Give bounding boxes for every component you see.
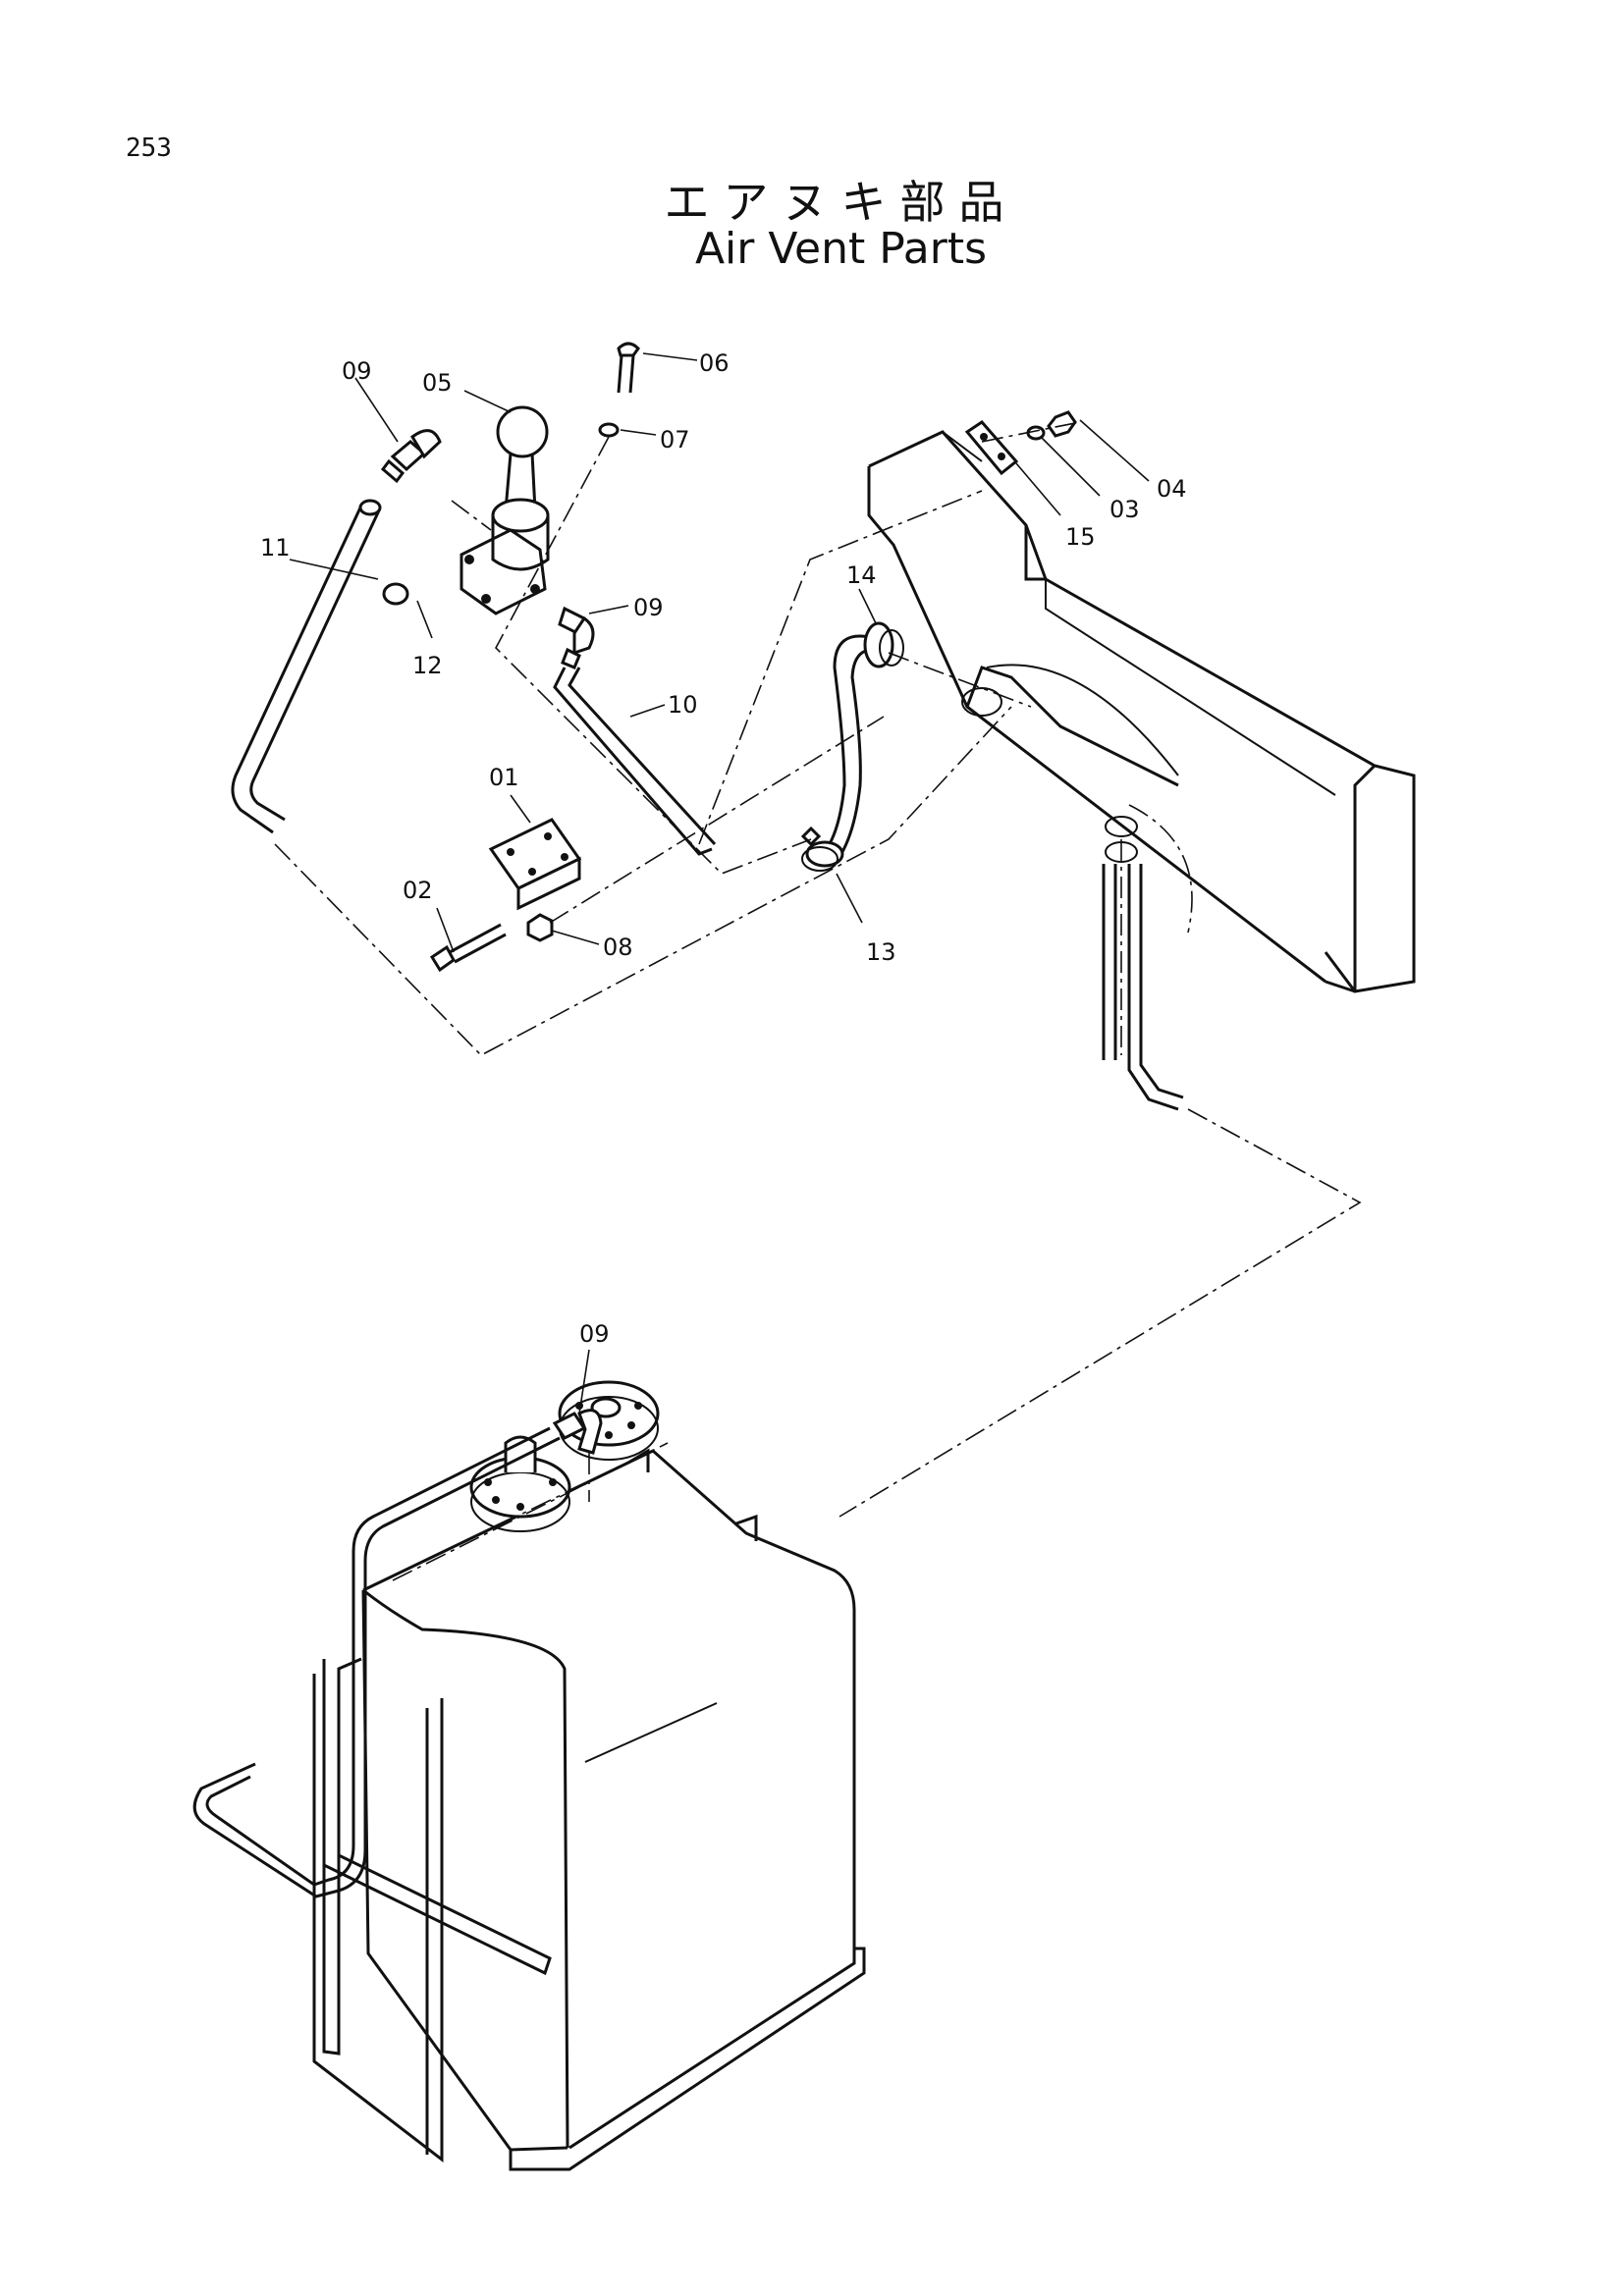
callout-02: 02 <box>403 877 433 904</box>
callout-08: 08 <box>603 934 633 961</box>
center-lines <box>274 421 1362 1518</box>
bolt-06 <box>617 342 640 394</box>
callout-09-tank: 09 <box>579 1320 610 1348</box>
bolt-02 <box>429 923 507 973</box>
elbow-fitting-09-right <box>558 606 595 669</box>
plug-12 <box>382 582 409 606</box>
title-japanese: エアヌキ部品 <box>664 176 1018 229</box>
callout-01: 01 <box>489 764 519 791</box>
plate-15-assembly <box>964 410 1077 476</box>
cab-base-structure <box>867 430 1416 993</box>
callouts: 09 05 06 07 04 03 15 11 12 09 10 01 02 0… <box>260 349 1187 1348</box>
callout-09-right: 09 <box>633 594 664 621</box>
elbow-fitting-09-upper <box>380 429 442 484</box>
callout-11: 11 <box>260 534 291 561</box>
title-english: Air Vent Parts <box>694 224 988 274</box>
tank-vent-pipe <box>192 1426 561 1898</box>
hydraulic-tank <box>312 1380 866 2171</box>
callout-12: 12 <box>412 652 443 679</box>
callout-06: 06 <box>699 349 730 377</box>
tube-10 <box>553 667 717 856</box>
washer-07 <box>598 422 620 438</box>
bracket-01 <box>488 818 582 911</box>
callout-10: 10 <box>668 691 698 719</box>
clamp-13 <box>800 826 844 872</box>
air-vent-valve-05 <box>451 405 550 615</box>
page-number: 253 <box>126 133 172 163</box>
callout-09-upper-left: 09 <box>342 357 372 385</box>
callout-14: 14 <box>846 561 877 589</box>
callout-15: 15 <box>1065 523 1096 551</box>
tube-11 <box>231 499 382 834</box>
callout-13: 13 <box>866 938 896 966</box>
callout-07: 07 <box>660 426 690 454</box>
leader-lines <box>289 352 1150 1415</box>
tank-elbow-fitting <box>552 1409 603 1502</box>
callout-03: 03 <box>1109 496 1140 523</box>
callout-05: 05 <box>422 369 453 397</box>
nut-08 <box>526 913 554 942</box>
structure-vent-tubes <box>1102 816 1184 1111</box>
hose-14 <box>821 621 904 865</box>
callout-04: 04 <box>1157 475 1187 503</box>
